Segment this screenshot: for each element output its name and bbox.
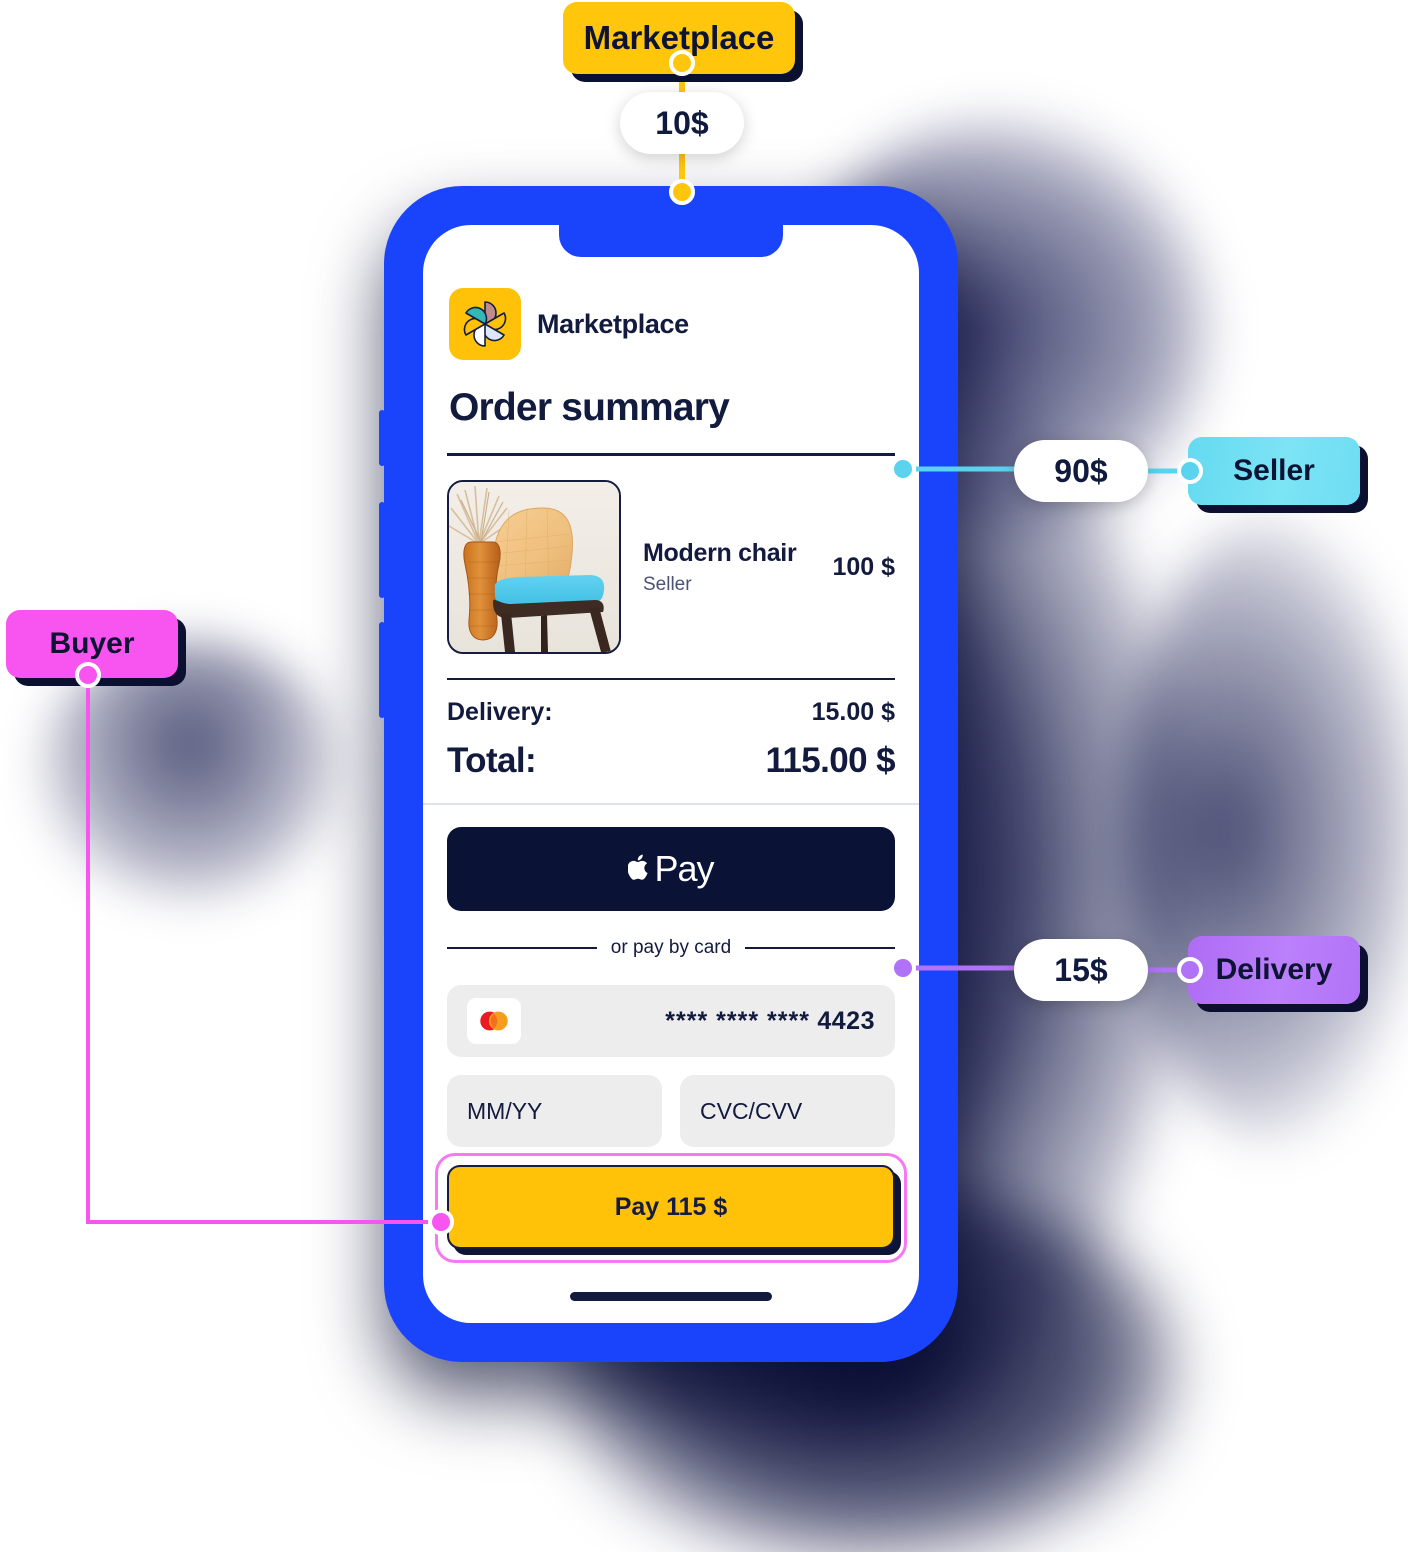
connector-dot-marketplace-phone	[669, 179, 695, 205]
mastercard-icon	[467, 998, 521, 1044]
product-seller: Seller	[643, 573, 692, 595]
apple-pay-button[interactable]: Pay	[447, 827, 895, 911]
product-image	[447, 480, 621, 654]
device-glow-right	[1120, 520, 1408, 1140]
annotation-delivery[interactable]: Delivery	[1188, 936, 1360, 1004]
connector-dot-delivery-phone	[890, 955, 916, 981]
pinwheel-flower-icon	[449, 288, 521, 360]
apple-pay-label: Pay	[654, 848, 714, 889]
amount-delivery-fee: 15$	[1014, 939, 1148, 1001]
cvc-field[interactable]: CVC/CVV	[680, 1075, 895, 1147]
connector-dot-seller-chip	[1177, 458, 1203, 484]
pay-button-wrapper: Pay 115 $	[435, 1153, 907, 1263]
card-number-value: **** **** **** 4423	[665, 1007, 875, 1036]
amount-marketplace-fee: 10$	[620, 92, 744, 154]
phone-frame: Marketplace Order summary	[379, 186, 958, 1362]
divider-label: or pay by card	[610, 937, 732, 958]
total-value: 115.00 $	[765, 741, 895, 780]
totals-block: Delivery: 15.00 $ Total: 115.00 $	[423, 680, 919, 803]
amount-seller-payout: 90$	[1014, 440, 1148, 502]
phone-volume-up-button[interactable]	[379, 502, 385, 598]
divider-line-right	[745, 947, 895, 949]
total-label: Total:	[447, 741, 537, 780]
app-header: Marketplace	[423, 265, 919, 360]
delivery-label: Delivery:	[447, 698, 553, 726]
pay-button[interactable]: Pay 115 $	[447, 1165, 895, 1249]
card-details-row: MM/YY CVC/CVV	[447, 1075, 895, 1147]
page-title: Order summary	[449, 386, 730, 429]
connector-dot-buyer-pay-button	[428, 1209, 454, 1235]
cvc-placeholder: CVC/CVV	[700, 1097, 803, 1124]
divider-line-left	[447, 947, 597, 949]
delivery-value: 15.00 $	[811, 698, 895, 726]
order-item-row: Modern chair Seller 100 $	[423, 456, 919, 678]
connector-dot-seller-phone	[890, 456, 916, 482]
connector-dot-buyer-chip	[75, 662, 101, 688]
phone-mute-button[interactable]	[379, 410, 385, 466]
product-price: 100 $	[832, 552, 895, 581]
card-number-last4: 4423	[817, 1006, 875, 1035]
payment-section: Pay or pay by card	[423, 805, 919, 1263]
expiry-placeholder: MM/YY	[467, 1097, 543, 1124]
pay-by-card-divider: or pay by card	[447, 937, 895, 959]
phone-screen: Marketplace Order summary	[423, 225, 919, 1323]
home-indicator	[570, 1292, 772, 1301]
total-row: Total: 115.00 $	[447, 727, 896, 803]
brand-name: Marketplace	[537, 308, 689, 339]
apple-logo-icon	[627, 852, 652, 887]
card-number-mask: **** **** ****	[665, 1006, 810, 1035]
connector-dot-marketplace-top	[669, 50, 695, 76]
connector-dot-delivery-chip	[1177, 957, 1203, 983]
phone-notch	[559, 225, 783, 257]
annotation-seller[interactable]: Seller	[1188, 437, 1360, 505]
delivery-row: Delivery: 15.00 $	[447, 680, 895, 727]
phone-volume-down-button[interactable]	[379, 622, 385, 718]
card-number-field[interactable]: **** **** **** 4423	[447, 985, 895, 1057]
expiry-field[interactable]: MM/YY	[447, 1075, 662, 1147]
product-name: Modern chair	[643, 538, 797, 567]
